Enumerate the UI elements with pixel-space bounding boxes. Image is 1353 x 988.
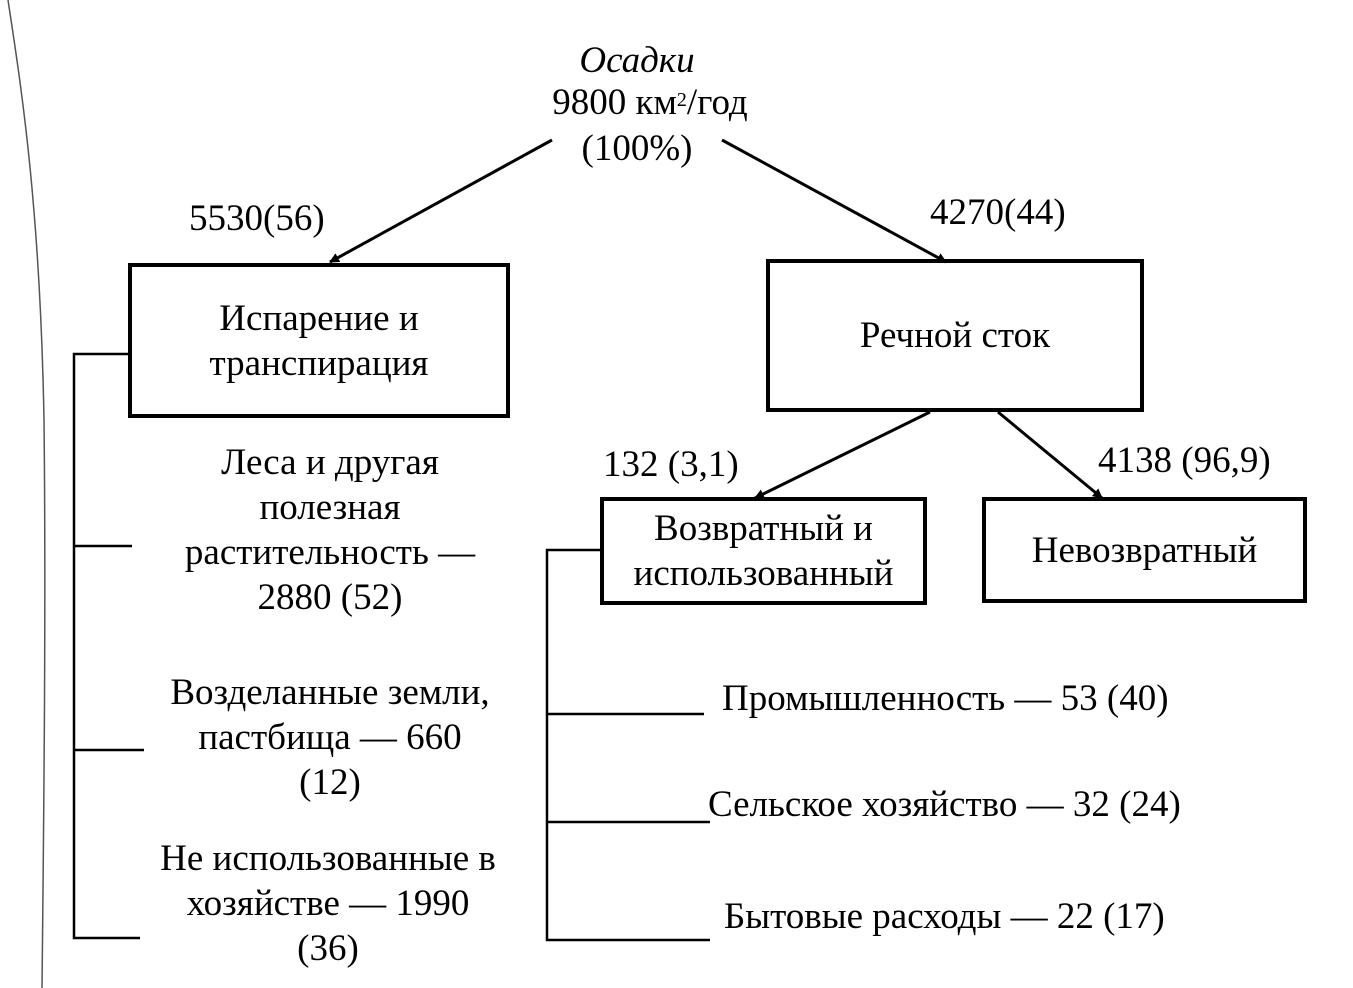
root-unit: /год bbox=[686, 82, 748, 123]
root-value: 9800 км2/год bbox=[500, 80, 800, 125]
list-item-line: хозяйстве — 1990 bbox=[186, 883, 470, 924]
root-title: Осадки bbox=[579, 40, 695, 81]
evaporation-box: Испарение и транспирация bbox=[128, 263, 510, 418]
returned-box-line: Возвратный и bbox=[654, 508, 873, 549]
runoff-box: Речной сток bbox=[766, 259, 1144, 412]
arrow-to-returned bbox=[754, 410, 931, 500]
list-item-line: (36) bbox=[297, 928, 359, 969]
evaporation-item-cultivated: Возделанные земли, пастбища — 660 (12) bbox=[140, 670, 520, 805]
evaporation-bracket bbox=[72, 352, 140, 940]
returned-box: Возвратный и использованный bbox=[600, 497, 927, 605]
returned-box-line: использованный bbox=[633, 553, 894, 594]
arrow-to-evaporation bbox=[329, 138, 553, 264]
returned-value-label: 132 (3,1) bbox=[603, 444, 739, 485]
returned-item-agriculture: Сельское хозяйство — 32 (24) bbox=[708, 784, 1181, 825]
list-item-line: Не использованные в bbox=[160, 838, 496, 879]
evaporation-box-line: транспирация bbox=[209, 342, 429, 384]
list-item-line: 2880 (52) bbox=[257, 577, 403, 618]
root-value-number: 9800 км bbox=[552, 82, 677, 123]
nonreturned-value-label: 4138 (96,9) bbox=[1098, 440, 1271, 481]
list-item-line: растительность — bbox=[184, 532, 476, 573]
returned-item-industry: Промышленность — 53 (40) bbox=[722, 678, 1169, 719]
nonreturned-box: Невозвратный bbox=[982, 497, 1307, 603]
root-unit-superscript: 2 bbox=[676, 89, 687, 111]
evaporation-value-label: 5530(56) bbox=[189, 198, 325, 239]
nonreturned-box-label: Невозвратный bbox=[1031, 529, 1258, 571]
runoff-box-label: Речной сток bbox=[859, 315, 1051, 356]
arrow-to-nonreturned bbox=[997, 410, 1103, 500]
evaporation-item-unused: Не использованные в хозяйстве — 1990 (36… bbox=[128, 836, 528, 971]
list-item-line: (12) bbox=[299, 762, 361, 803]
evaporation-item-forests: Леса и другая полезная растительность — … bbox=[140, 440, 520, 620]
list-item-line: пастбища — 660 bbox=[198, 717, 462, 758]
root-percent: (100%) bbox=[581, 128, 693, 169]
returned-item-household: Бытовые расходы — 22 (17) bbox=[724, 896, 1165, 937]
arrow-to-runoff bbox=[721, 138, 947, 264]
list-item-line: полезная bbox=[259, 487, 401, 528]
returned-bracket bbox=[545, 548, 710, 942]
list-item-line: Возделанные земли, bbox=[170, 672, 490, 713]
evaporation-box-line: Испарение и bbox=[219, 297, 419, 339]
list-item-line: Леса и другая bbox=[221, 442, 439, 483]
scan-edge-line bbox=[7, 0, 46, 988]
runoff-value-label: 4270(44) bbox=[930, 192, 1066, 233]
